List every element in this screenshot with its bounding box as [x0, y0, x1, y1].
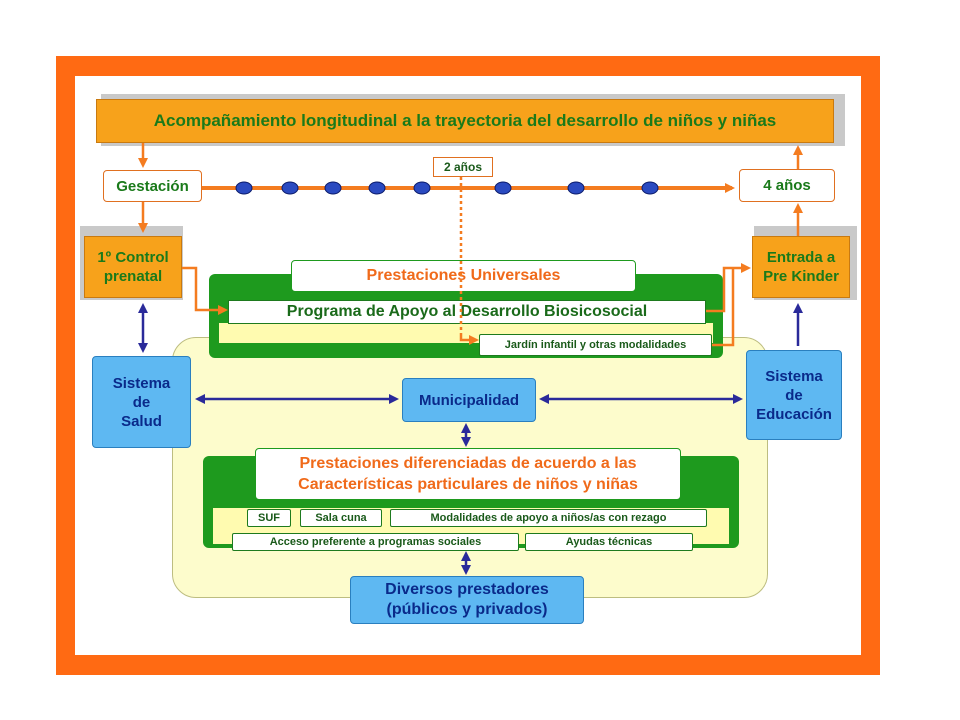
item-ayudas-label: Ayudas técnicas — [565, 536, 653, 548]
item-suf-label: SUF — [258, 512, 280, 524]
gestacion-label: Gestación — [116, 177, 189, 195]
item-sala-cuna-label: Sala cuna — [315, 512, 367, 524]
two-years-label: 2 años — [443, 160, 482, 174]
prekinder-box: Entrada a Pre Kinder — [752, 236, 850, 298]
municipalidad-label: Municipalidad — [418, 391, 519, 409]
four-years-label: 4 años — [763, 177, 811, 194]
differentiated-title-line2: Características particulares de niños y … — [298, 476, 638, 493]
timeline-dot — [281, 181, 299, 195]
item-modalidades-label: Modalidades de apoyo a niños/as con reza… — [430, 512, 667, 524]
municipalidad-box: Municipalidad — [402, 378, 536, 422]
educacion-line1: Sistema — [765, 367, 823, 385]
timeline-dot — [641, 181, 659, 195]
timeline-dot — [235, 181, 253, 195]
control-prenatal-box: 1º Control prenatal — [84, 236, 182, 298]
universal-title: Prestaciones Universales — [366, 267, 561, 284]
prekinder-line2: Pre Kinder — [763, 268, 839, 285]
timeline-dot — [324, 181, 342, 195]
line-jardin-to-prekinder — [712, 268, 735, 347]
prekinder-line1: Entrada a — [766, 249, 836, 266]
jardin-label: Jardín infantil y otras modalidades — [504, 339, 687, 351]
timeline-dot — [368, 181, 386, 195]
providers-line1: Diversos prestadores — [385, 581, 549, 598]
program-label: Programa de Apoyo al Desarrollo Biosicos… — [286, 303, 648, 320]
jardin-box: Jardín infantil y otras modalidades — [479, 334, 712, 356]
arrow-program-to-prekinder — [706, 263, 751, 313]
differentiated-title-line1: Prestaciones diferenciadas de acuerdo a … — [299, 455, 637, 472]
arrow-control-to-program — [182, 266, 228, 315]
header-title: Acompañamiento longitudinal a la trayect… — [153, 111, 777, 130]
timeline-dot — [494, 181, 512, 195]
educacion-line2: de — [785, 386, 803, 404]
arrow-to-jardin — [459, 334, 479, 345]
item-modalidades: Modalidades de apoyo a niños/as con reza… — [390, 509, 707, 527]
providers-box: Diversos prestadores (públicos y privado… — [350, 576, 584, 624]
timeline-dot — [413, 181, 431, 195]
salud-line2: de — [132, 393, 151, 411]
control-prenatal-line1: 1º Control — [97, 249, 169, 266]
salud-line1: Sistema — [112, 374, 171, 392]
gestacion-label-box: Gestación — [103, 170, 202, 202]
educacion-box: Sistema de Educación — [746, 350, 842, 440]
four-years-label-box: 4 años — [739, 169, 835, 202]
item-sala-cuna: Sala cuna — [300, 509, 382, 527]
item-acceso-label: Acceso preferente a programas sociales — [269, 536, 482, 548]
timeline-dot — [567, 181, 585, 195]
timeline-dots — [235, 181, 659, 195]
salud-box: Sistema de Salud — [92, 356, 191, 448]
educacion-line3: Educación — [756, 405, 832, 423]
universal-title-box: Prestaciones Universales — [291, 260, 636, 292]
item-suf: SUF — [247, 509, 291, 527]
providers-line2: (públicos y privados) — [386, 601, 548, 618]
item-ayudas: Ayudas técnicas — [525, 533, 693, 551]
item-acceso: Acceso preferente a programas sociales — [232, 533, 519, 551]
control-prenatal-line2: prenatal — [103, 268, 163, 285]
header-title-box: Acompañamiento longitudinal a la trayect… — [96, 99, 834, 143]
program-box: Programa de Apoyo al Desarrollo Biosicos… — [228, 300, 706, 324]
salud-line3: Salud — [121, 412, 162, 430]
differentiated-title-box: Prestaciones diferenciadas de acuerdo a … — [255, 448, 681, 500]
two-years-label-box: 2 años — [433, 157, 493, 177]
